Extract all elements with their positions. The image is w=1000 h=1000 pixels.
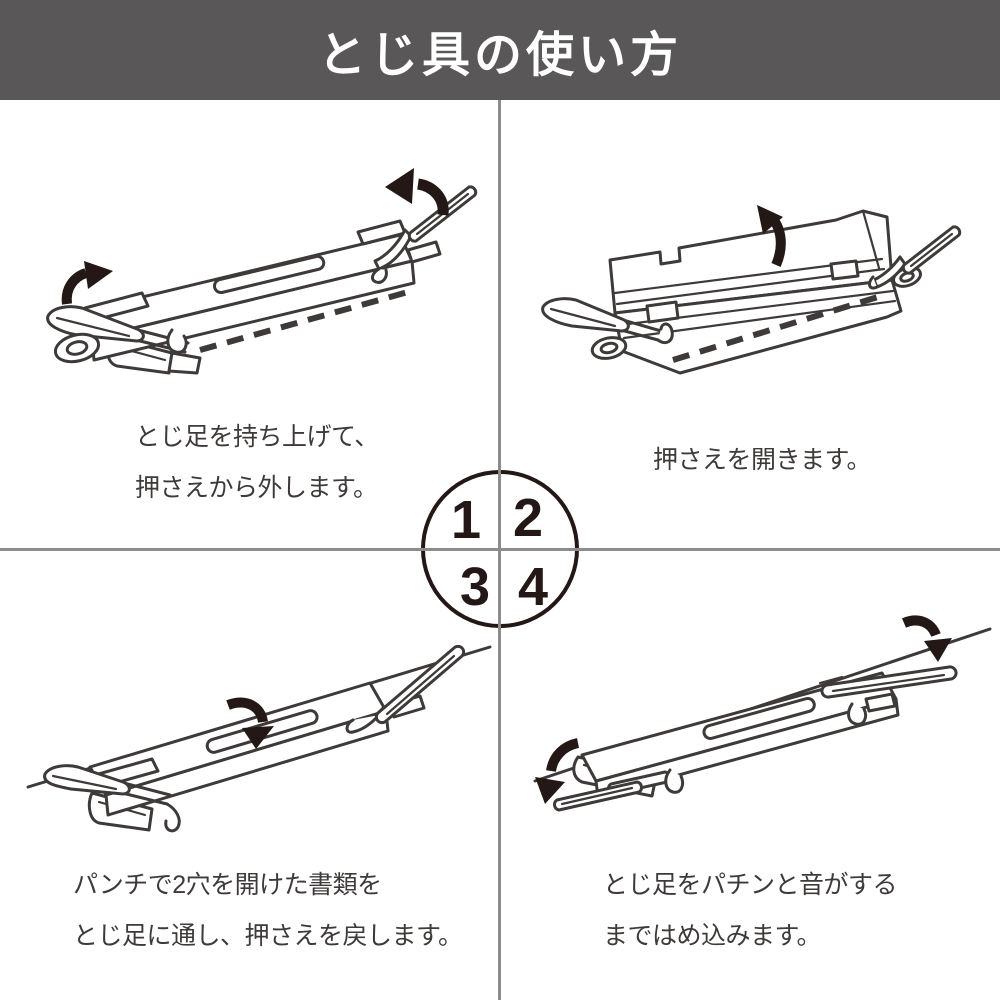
step-1-illustration — [46, 168, 478, 375]
snap-arrow-right-icon — [902, 615, 952, 662]
header-bar: とじ具の使い方 — [0, 0, 1000, 100]
left-prong — [541, 297, 674, 360]
step-3-illustration — [26, 644, 492, 833]
left-prong — [46, 305, 190, 364]
caption-line: 押さえから外します。 — [135, 474, 378, 502]
step-2-caption: 押さえを開きます。 — [653, 435, 872, 486]
caption-line: とじ足をパチンと音がする — [603, 871, 898, 899]
left-prong-folded — [553, 768, 685, 812]
step-4-illustration — [533, 615, 992, 812]
caption-line: まではめ込みます。 — [603, 922, 822, 950]
open-arrow-icon — [757, 205, 786, 268]
page-title: とじ具の使い方 — [317, 29, 682, 82]
lift-arrow-right-icon — [385, 168, 449, 216]
step-2-illustration — [541, 205, 962, 375]
perforation-dashes — [199, 289, 409, 353]
caption-line: とじ足を持ち上げて、 — [135, 423, 379, 451]
horizontal-divider — [0, 548, 1000, 551]
lift-arrow-left-icon — [61, 261, 113, 305]
left-prong — [43, 764, 181, 833]
close-arrow-icon — [226, 697, 274, 749]
step-4-number: 4 — [517, 557, 549, 617]
step-1-number: 1 — [450, 490, 482, 550]
step-2-number: 2 — [512, 488, 544, 548]
right-prong-folded — [820, 665, 958, 726]
fastener-base — [78, 219, 442, 375]
caption-line: とじ足に通し、押さえを戻します。 — [73, 922, 463, 950]
right-prong — [345, 644, 466, 734]
caption-line: パンチで2穴を開けた書類を — [73, 871, 382, 899]
right-prong — [868, 225, 962, 290]
perforation-dashes — [672, 293, 882, 363]
snap-arrow-left-icon — [535, 738, 580, 804]
step-4-caption: とじ足をパチンと音がする まではめ込みます。 — [603, 860, 898, 962]
caption-line: 押さえを開きます。 — [653, 446, 872, 474]
step-3-caption: パンチで2穴を開けた書類を とじ足に通し、押さえを戻します。 — [73, 860, 463, 962]
step-1-caption: とじ足を持ち上げて、 押さえから外します。 — [135, 412, 379, 514]
step-3-number: 3 — [459, 557, 491, 617]
